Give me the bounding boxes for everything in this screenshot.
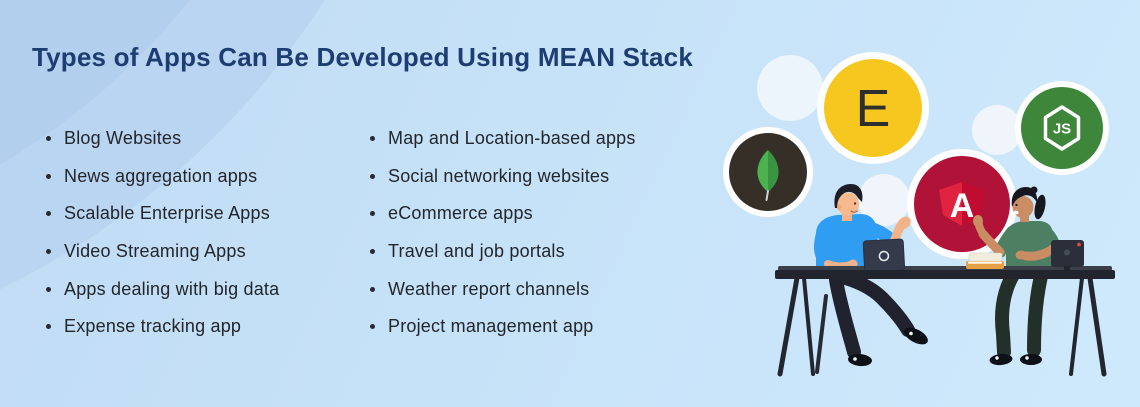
list-item: eCommerce apps	[370, 195, 636, 233]
angular-letter: A	[950, 187, 975, 225]
angular-shield-icon	[939, 182, 985, 226]
bullet-icon	[46, 324, 51, 330]
bullet-icon	[370, 249, 375, 255]
desk	[775, 266, 1115, 279]
developer-male	[814, 184, 928, 374]
list-item: Weather report channels	[370, 270, 636, 308]
bullet-icon	[46, 249, 51, 255]
bullet-icon	[370, 324, 375, 330]
list-item: Apps dealing with big data	[46, 270, 279, 308]
bullet-icon	[370, 136, 375, 142]
list-item: Map and Location-based apps	[370, 120, 636, 158]
list-item: Video Streaming Apps	[46, 233, 279, 271]
list-item-label: Travel and job portals	[388, 241, 565, 262]
bullet-icon	[46, 211, 51, 217]
nodejs-letters: JS	[1053, 121, 1071, 138]
nodejs-hexagon-icon	[1043, 105, 1081, 151]
bullet-icon	[46, 173, 51, 179]
green-shirt	[1006, 221, 1055, 270]
list-item-label: Blog Websites	[64, 128, 182, 149]
list-item-label: Video Streaming Apps	[64, 241, 246, 262]
list-item: Social networking websites	[370, 158, 636, 196]
shoe-icon	[848, 327, 928, 367]
female-head	[1012, 196, 1034, 218]
female-hair	[1011, 187, 1038, 207]
list-item-label: Project management app	[388, 316, 594, 337]
bullet-icon	[46, 286, 51, 292]
bullet-icon	[370, 286, 375, 292]
male-head	[837, 192, 859, 216]
list-item-label: Weather report channels	[388, 278, 590, 299]
list-item: Travel and job portals	[370, 233, 636, 271]
mongodb-leaf-icon	[757, 150, 779, 201]
list-item-label: News aggregation apps	[64, 165, 258, 186]
list-item-label: Social networking websites	[388, 165, 610, 186]
list-item-label: eCommerce apps	[388, 203, 533, 224]
list-item: Blog Websites	[46, 120, 279, 158]
angular-logo: A	[907, 149, 1017, 259]
express-logo: E	[817, 52, 929, 164]
list-item-label: Map and Location-based apps	[388, 128, 636, 149]
list-item: News aggregation apps	[46, 158, 279, 196]
nodejs-logo: JS	[1015, 81, 1109, 175]
app-types-list-right: Map and Location-based apps Social netwo…	[370, 120, 636, 346]
decorative-circles	[757, 55, 1022, 226]
desk-legs	[777, 275, 1107, 377]
list-item-label: Scalable Enterprise Apps	[64, 203, 270, 224]
page-title: Types of Apps Can Be Developed Using MEA…	[32, 42, 693, 72]
male-hair	[834, 184, 863, 208]
chair-leg	[815, 294, 828, 374]
bullet-icon	[370, 173, 375, 179]
app-types-list-left: Blog Websites News aggregation apps Scal…	[46, 120, 279, 346]
list-item-label: Expense tracking app	[64, 316, 242, 337]
laptop-logo-icon	[878, 250, 890, 262]
list-item: Expense tracking app	[46, 308, 279, 346]
blue-shirt	[816, 214, 879, 272]
laptop-left-base	[858, 270, 908, 275]
laptop-right	[1051, 240, 1084, 273]
developer-female	[973, 186, 1060, 366]
bullet-icon	[370, 211, 375, 217]
bullet-icon	[46, 136, 51, 142]
express-letter: E	[856, 80, 891, 138]
shoe-icon	[989, 353, 1042, 366]
list-item: Scalable Enterprise Apps	[46, 195, 279, 233]
mongodb-logo	[723, 127, 813, 217]
ponytail	[1034, 194, 1046, 220]
laptop-left	[862, 238, 906, 273]
list-item-label: Apps dealing with big data	[64, 278, 280, 299]
books-stack	[966, 252, 1004, 269]
list-item: Project management app	[370, 308, 636, 346]
